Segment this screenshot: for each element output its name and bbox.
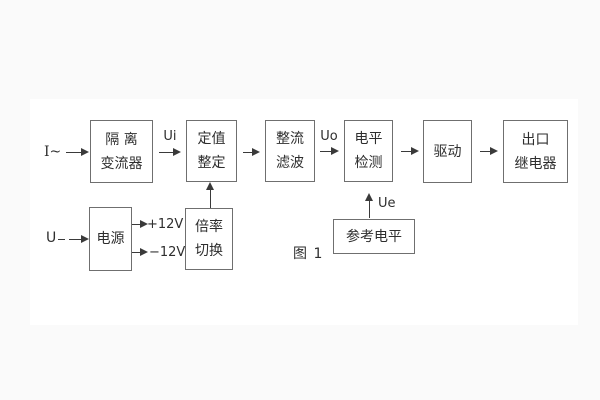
signal-ui-label: Ui bbox=[163, 129, 177, 144]
arrow-ui-line bbox=[159, 152, 173, 153]
arrow-ratio-to-setpoint-head bbox=[206, 182, 214, 190]
arrow-minus-12v-line bbox=[132, 252, 141, 253]
block-label-line: 滤波 bbox=[276, 155, 304, 171]
arrow-uo-head bbox=[331, 147, 339, 155]
plus-12v-rail-label: +12V bbox=[147, 217, 184, 232]
arrow-driver-to-relay-line bbox=[480, 151, 490, 152]
input-voltage-label: U bbox=[46, 230, 57, 246]
block-label-line: 电源 bbox=[96, 231, 125, 247]
block-label-line: 出口 bbox=[521, 131, 550, 148]
block-power-supply: 电源 bbox=[89, 207, 132, 271]
block-label-line: 切换 bbox=[195, 243, 223, 259]
block-isolation-transformer: 隔 离 变流器 bbox=[90, 120, 153, 183]
block-label-line: 参考电平 bbox=[346, 228, 402, 245]
arrow-voltage-input-line bbox=[69, 239, 81, 240]
arrow-setpoint-to-rectifier-line bbox=[243, 152, 252, 153]
arrow-ue-line bbox=[369, 200, 370, 218]
block-label-line: 变流器 bbox=[100, 155, 143, 172]
arrow-setpoint-to-rectifier-head bbox=[252, 148, 260, 156]
input-current-label: I~ bbox=[44, 144, 62, 160]
figure-caption: 图 1 bbox=[293, 246, 324, 262]
arrow-level-to-driver-head bbox=[411, 147, 419, 155]
arrow-uo-line bbox=[320, 151, 331, 152]
signal-ue-label: Ue bbox=[378, 196, 396, 211]
block-level-detection: 电平 检测 bbox=[344, 120, 393, 182]
arrow-minus-12v-head bbox=[140, 248, 148, 256]
block-label-line: 整流 bbox=[276, 131, 304, 147]
block-label-line: 整定 bbox=[197, 155, 226, 171]
arrow-ratio-to-setpoint-line bbox=[210, 189, 211, 208]
block-rectifier-filter: 整流 滤波 bbox=[265, 120, 315, 182]
block-label-line: 检测 bbox=[354, 155, 383, 171]
block-setpoint-setting: 定值 整定 bbox=[186, 120, 237, 182]
signal-uo-label: Uo bbox=[320, 129, 338, 144]
arrow-voltage-input-line-segment bbox=[58, 239, 65, 240]
arrow-plus-12v-head bbox=[140, 220, 148, 228]
block-label-line: 电平 bbox=[354, 131, 383, 147]
arrow-driver-to-relay-head bbox=[490, 147, 498, 155]
block-label-line: 倍率 bbox=[195, 219, 223, 235]
arrow-level-to-driver-line bbox=[401, 151, 411, 152]
block-reference-level: 参考电平 bbox=[333, 219, 415, 254]
block-label-line: 驱动 bbox=[433, 143, 462, 160]
arrow-plus-12v-line bbox=[132, 224, 141, 225]
block-label-line: 继电器 bbox=[514, 155, 557, 172]
block-label-line: 定值 bbox=[197, 131, 226, 147]
arrow-voltage-input-head bbox=[81, 235, 89, 243]
arrow-current-input-head bbox=[81, 148, 89, 156]
block-output-relay: 出口 继电器 bbox=[503, 120, 568, 183]
block-ratio-switch: 倍率 切换 bbox=[185, 208, 233, 270]
arrow-ue-head bbox=[365, 193, 373, 201]
block-label-line: 隔 离 bbox=[105, 131, 138, 148]
block-driver: 驱动 bbox=[423, 120, 472, 183]
arrow-current-input-line bbox=[66, 152, 81, 153]
arrow-ui-head bbox=[173, 148, 181, 156]
minus-12v-rail-label: −12V bbox=[149, 245, 186, 260]
